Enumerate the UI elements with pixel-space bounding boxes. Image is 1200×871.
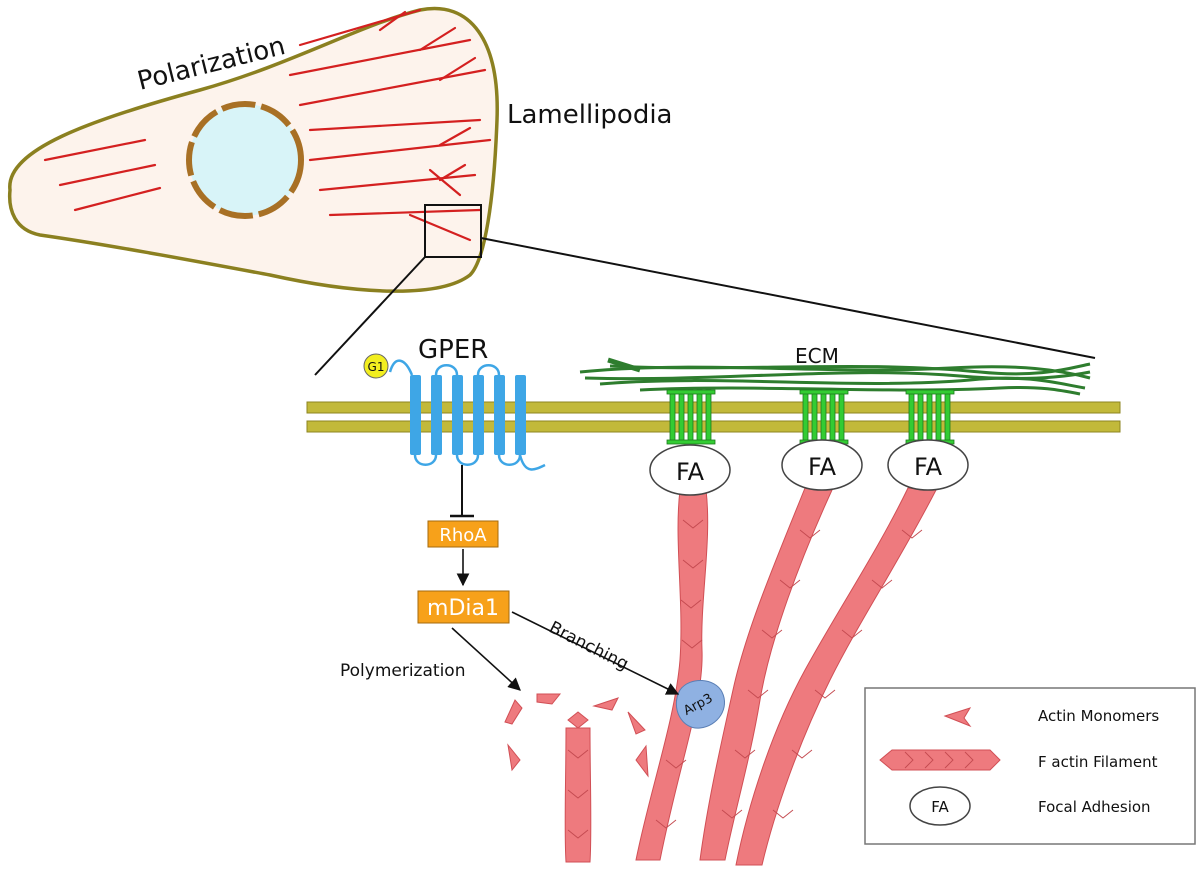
f-actin-filament-2 [699,487,833,861]
legend-label-f-actin-filament: F actin Filament [1038,753,1158,771]
integrin-1 [666,389,716,445]
actin-monomers [504,693,649,778]
legend-item-focal-adhesion: FA Focal Adhesion [909,786,1151,826]
fa-label: FA [914,453,943,481]
rhoa-box: RhoA [427,520,499,548]
legend-item-actin-monomers: Actin Monomers [943,707,1159,728]
branching-label: Branching [546,618,632,675]
f-actin-filament-4 [564,727,592,863]
legend-item-f-actin-filament: F actin Filament [879,749,1158,771]
mdia1-box: mDia1 [417,590,510,624]
g1-label: G1 [368,360,385,374]
focal-adhesion-1: FA [649,444,731,496]
zoom-line-right [480,237,1096,359]
zoom-box [424,204,482,258]
mdia1-label: mDia1 [427,596,499,621]
fa-label: FA [676,458,705,486]
focal-adhesion-3: FA [887,439,969,491]
legend-label-focal-adhesion: Focal Adhesion [1038,798,1151,816]
branching-arrow [511,611,680,695]
rhoa-label: RhoA [439,525,487,546]
polymerization-arrow [451,627,521,691]
f-actin-filament-1 [635,489,709,861]
g1-ligand: G1 [363,353,389,379]
arp3-complex: Arp3 [675,680,725,729]
focal-adhesion-2: FA [781,439,863,491]
fa-label: FA [808,453,837,481]
gper-receptor [388,359,546,471]
actin-monomer-symbol [943,707,972,728]
zoom-line-left [314,256,426,376]
polymerization-label: Polymerization [340,661,465,681]
legend-label-actin-monomers: Actin Monomers [1038,707,1159,725]
f-actin-filament-3 [735,487,937,866]
cell [7,6,1096,376]
legend: Actin Monomers F actin Filament FA Focal… [864,687,1196,845]
gper-label: GPER [418,335,488,365]
integrin-3 [905,389,955,445]
legend-fa-symbol-label: FA [931,798,949,816]
plasma-membrane [306,401,1121,433]
focal-adhesion-symbol [909,786,971,826]
actin-filaments [564,487,937,866]
f-actin-symbol [879,749,1001,771]
filament-chevrons [567,519,923,839]
actin-fibers [43,8,492,242]
lamellipodia-label: Lamellipodia [507,100,672,130]
ecm-label: ECM [795,344,839,368]
integrin-2 [799,389,849,445]
nucleus [186,101,304,219]
